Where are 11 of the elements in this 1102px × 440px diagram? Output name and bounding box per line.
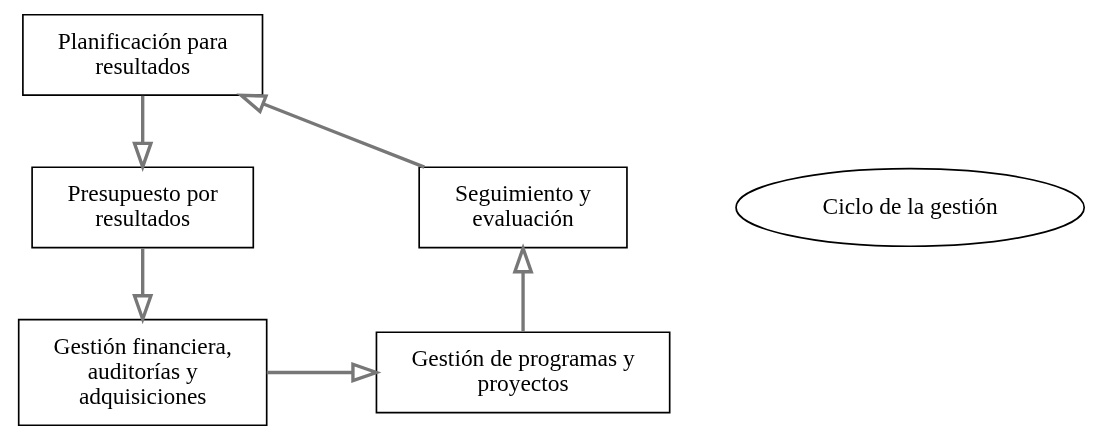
arrow [266,361,381,384]
node-box: Seguimiento y evaluación [417,166,628,249]
arrow [131,248,153,325]
node-box: Gestión de programas y proyectos [375,331,670,414]
node-box: Gestión financiera, auditorías y adquisiciones [17,318,268,427]
node-ellipse: Ciclo de la gestión [734,167,1085,248]
arrow [235,93,425,169]
node-box: Presupuesto por resultados [30,166,254,249]
arrow [512,243,534,333]
arrow [131,95,153,172]
node-box: Planificación para resultados [21,13,263,96]
